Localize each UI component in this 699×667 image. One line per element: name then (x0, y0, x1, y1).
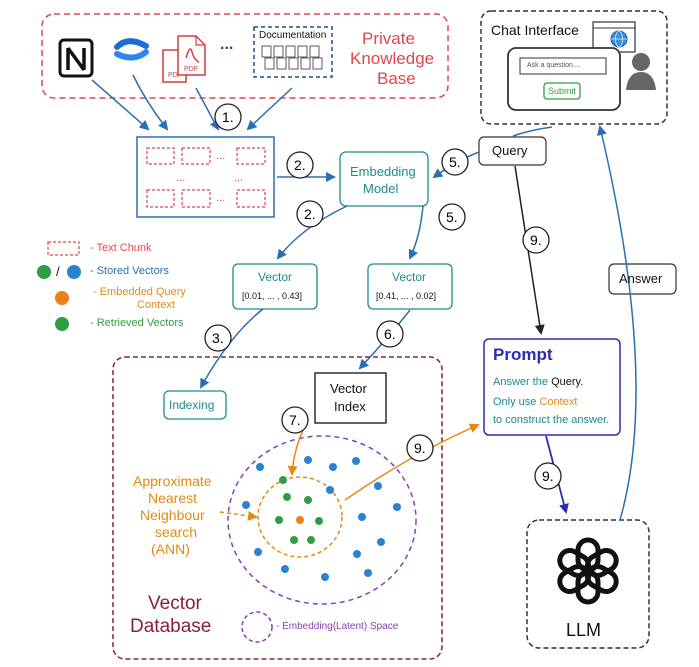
chat-interface-box (480, 10, 668, 125)
ann-neighbourhood-ellipse (257, 476, 343, 558)
llm-box (526, 519, 650, 649)
svg-text:PDF: PDF (184, 66, 198, 73)
vector-left-value: [0.01, ... , 0.43] (242, 291, 303, 301)
legend-retrieved-dot (55, 317, 69, 331)
vector-db-line2: Database (130, 616, 212, 637)
vector-left-title: Vector (258, 270, 293, 284)
vector-right-value: [0.41, ... , 0.02] (376, 291, 437, 301)
chunks-box (136, 136, 275, 218)
indexing-label: Indexing (169, 398, 215, 412)
legend-orange-dot (55, 291, 69, 305)
vector-right-title: Vector (392, 270, 427, 284)
llm-label: LLM (566, 620, 602, 640)
answer-box (608, 263, 677, 295)
indexing-box (163, 390, 227, 420)
step-5b: 5. (446, 209, 458, 225)
legend-retrieved: - Retrieved Vectors (90, 317, 184, 329)
sources-ellipsis: ... (220, 36, 234, 53)
question-placeholder: Ask a question.... (527, 62, 581, 69)
embedding-space-legend: - Embedding(Latent) Space (276, 621, 399, 632)
svg-text:PDF: PDF (168, 72, 182, 79)
legend-stored-vectors: - Stored Vectors (90, 265, 169, 277)
knowledge-base-title-2: Knowledge (350, 49, 435, 68)
vector-db-line1: Vector (148, 593, 202, 614)
chat-interface-title: Chat Interface (491, 22, 579, 38)
embedding-space-ellipse (227, 435, 417, 605)
prompt-line3: to construct the answer. (493, 414, 610, 426)
user-icon (626, 53, 656, 90)
step-1: 1. (222, 109, 234, 125)
prompt-line2-a: Only use (493, 396, 540, 408)
step-6: 6. (384, 326, 396, 342)
legend-text-chunk-swatch (47, 241, 80, 256)
step-9c: 9. (542, 468, 554, 484)
vector-index-line2: Index (334, 399, 366, 414)
legend-latent-space-swatch (241, 611, 273, 643)
embedding-model-box (339, 151, 429, 207)
vector-left-box (232, 263, 318, 310)
knowledge-base-title-3: Base (377, 69, 416, 88)
openai-logo-icon (557, 537, 619, 605)
knowledge-base-box (41, 13, 449, 99)
prompt-line1-b: Query. (551, 376, 584, 388)
ann-line3: Neighbour (140, 507, 205, 523)
space-to-prompt-arrow (344, 423, 480, 501)
prompt-line2-b: Context (539, 396, 578, 408)
globe-icon (610, 30, 628, 48)
documentation-icon (253, 26, 333, 78)
step-circles (204, 103, 562, 490)
embedding-model-line1: Embedding (350, 164, 416, 179)
vector-right-box (367, 263, 453, 310)
submit-label: Submit (548, 86, 577, 96)
legend-blue-dot (67, 265, 81, 279)
confluence-icon (114, 38, 149, 61)
step-3: 3. (212, 330, 224, 346)
submit-button[interactable] (543, 82, 581, 100)
embedding-model-line2: Model (363, 181, 399, 196)
legend-slash: / (56, 264, 60, 279)
chat-window (507, 47, 621, 111)
text-chunk-group (146, 147, 266, 208)
pdf-icon: PDF PDF (162, 35, 206, 83)
query-label: Query (492, 143, 528, 158)
prompt-title: Prompt (493, 345, 553, 364)
vector-database-box (112, 356, 443, 660)
prompt-box (483, 338, 621, 436)
legend-embedded-line2: Context (137, 299, 175, 311)
ann-line4: search (155, 524, 198, 540)
step-2a: 2. (294, 157, 306, 173)
prompt-line2: Only use Context (493, 396, 577, 408)
answer-label: Answer (619, 271, 663, 286)
query-box (478, 136, 547, 166)
ann-to-space-arrow (219, 510, 258, 521)
step-7: 7. (289, 412, 301, 428)
query-context-dot (296, 516, 304, 524)
ann-line2: Nearest (148, 490, 198, 506)
documentation-label: Documentation (259, 30, 327, 41)
notion-icon (58, 38, 94, 78)
chunks-ellipsis-mid2: ... (234, 172, 244, 184)
chunks-ellipsis-top: ... (216, 150, 226, 162)
legend-embedded-line1: - Embedded Query (93, 286, 186, 298)
step-5a: 5. (449, 154, 461, 170)
prompt-line1: Answer the Query. (493, 376, 583, 388)
legend-green-dot (37, 265, 51, 279)
legend-text-chunk: - Text Chunk (90, 242, 152, 254)
knowledge-base-title-1: Private (362, 29, 415, 48)
stored-vector-dots (242, 456, 401, 581)
step-9a: 9. (414, 440, 426, 456)
vector-index-line1: Vector (330, 381, 367, 396)
chunks-ellipsis-bottom: ... (216, 192, 226, 204)
retrieved-vector-dots (275, 476, 323, 544)
step-9b: 9. (530, 232, 542, 248)
vector-index-box (314, 372, 387, 424)
ann-line1: Approximate (133, 473, 212, 489)
step-2b: 2. (304, 206, 316, 222)
question-input[interactable] (519, 57, 607, 75)
prompt-line1-a: Answer the (493, 376, 552, 388)
ann-line5: (ANN) (151, 541, 190, 557)
chunks-ellipsis-mid: ... (176, 172, 186, 184)
